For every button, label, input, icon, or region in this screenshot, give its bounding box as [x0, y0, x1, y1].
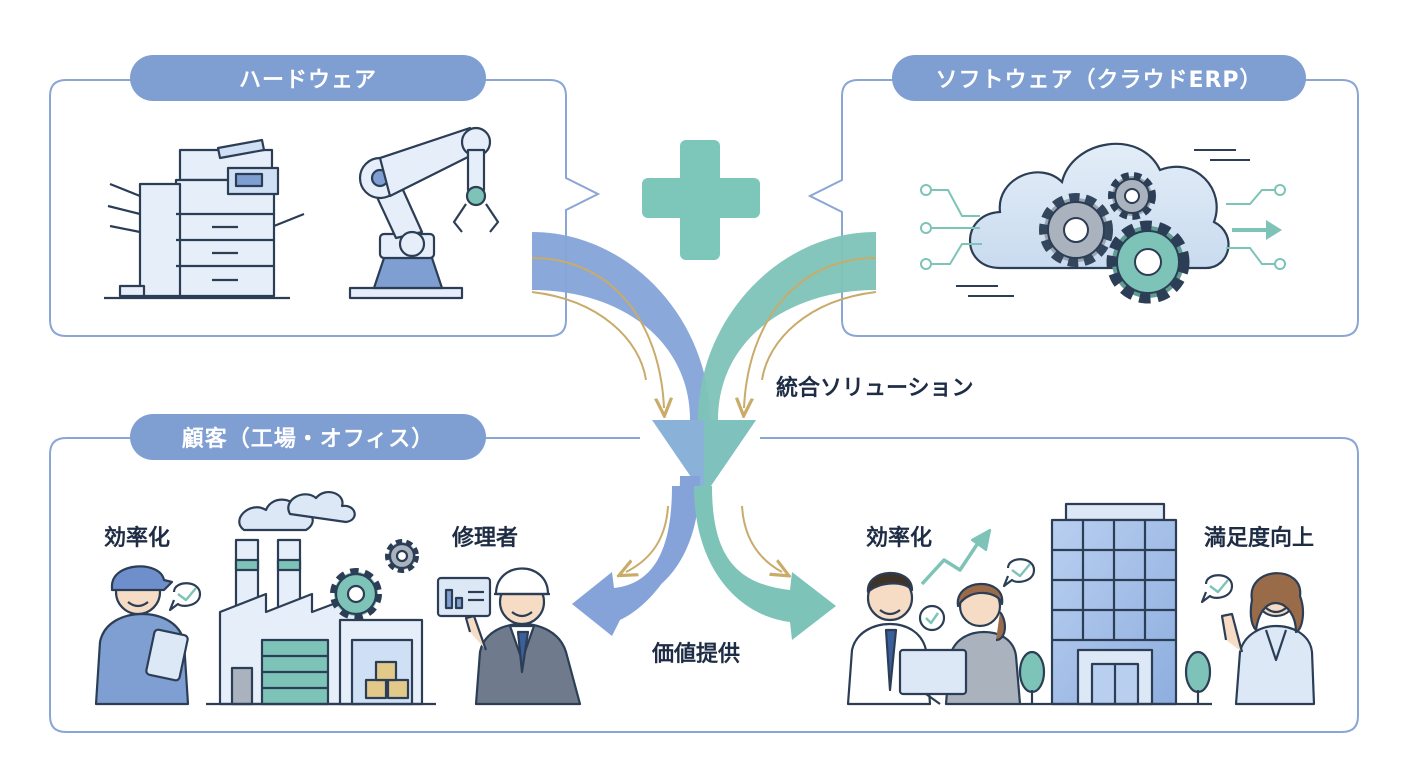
copier-icon — [104, 138, 305, 300]
software-flow-arrow — [698, 232, 876, 420]
software-title: ソフトウェア（クラウドERP） — [892, 55, 1306, 101]
customer-frame — [49, 437, 1359, 733]
robot-arm-icon — [348, 126, 500, 300]
office-building-icon — [1018, 502, 1212, 706]
customer-title: 顧客（工場・オフィス） — [130, 414, 486, 460]
worker-figure — [94, 565, 202, 706]
efficiency-label-left: 効率化 — [104, 526, 171, 551]
hardware-flow-arrow — [532, 232, 710, 420]
repair-engineer-figure — [436, 567, 582, 706]
satisfaction-label: 満足度向上 — [1204, 526, 1315, 551]
integration-label: 統合ソリューション — [776, 376, 974, 401]
satisfied-customer-figure — [1200, 572, 1316, 706]
cloud-gear-icon — [920, 142, 1286, 304]
value-arrow-left — [572, 476, 700, 636]
plus-icon — [642, 140, 760, 260]
value-arrow-right — [694, 486, 836, 640]
value-delivery-label: 価値提供 — [652, 642, 741, 667]
factory-icon — [206, 490, 436, 706]
efficiency-label-right: 効率化 — [866, 526, 933, 551]
hardware-title: ハードウェア — [130, 55, 486, 101]
repair-label: 修理者 — [452, 526, 519, 551]
office-people-figure — [846, 528, 1036, 706]
